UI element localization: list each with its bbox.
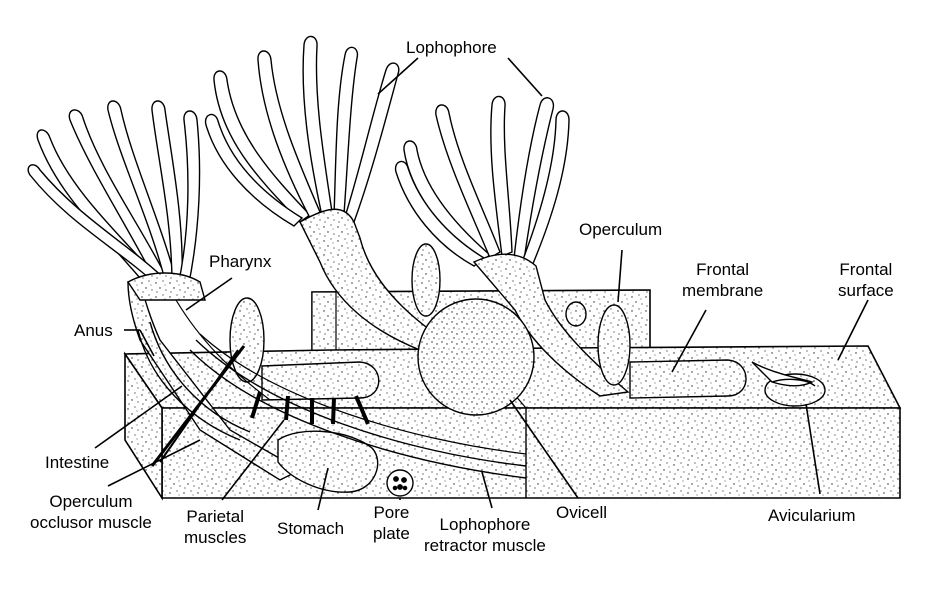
label-frontal-membrane-line1: Frontal <box>696 260 750 279</box>
label-frontal-surface-line2: surface <box>838 281 894 300</box>
label-frontal-surface-line1: Frontal <box>839 260 893 279</box>
label-avicularium: Avicularium <box>768 506 856 525</box>
label-occlusor-line1: Operculum <box>49 492 133 511</box>
label-parietal-muscles: Parietal muscles <box>184 506 246 548</box>
muscles-and-gut <box>137 299 527 479</box>
label-frontal-surface: Frontal surface <box>838 259 894 301</box>
label-stomach: Stomach <box>277 519 345 538</box>
label-frontal-membrane-line2: membrane <box>682 281 764 300</box>
label-anus: Anus <box>74 321 113 340</box>
label-operculum: Operculum <box>579 220 663 239</box>
label-parietal-line2: muscles <box>184 528 247 547</box>
label-frontal-membrane: Frontal membrane <box>682 259 763 301</box>
label-operculum-occlusor-muscle: Operculum occlusor muscle <box>30 491 152 533</box>
label-retractor-line1: Lophophore <box>439 515 531 534</box>
label-pharynx: Pharynx <box>209 252 272 271</box>
label-lophophore: Lophophore <box>406 38 497 57</box>
right-lophophore <box>394 95 630 397</box>
label-occlusor-line2: occlusor muscle <box>30 513 152 532</box>
label-intestine: Intestine <box>45 453 110 472</box>
leader-lines <box>94 57 869 511</box>
label-ovicell: Ovicell <box>556 503 608 522</box>
label-retractor-line2: retractor muscle <box>424 536 546 555</box>
label-pore-plate: Pore plate <box>373 502 410 544</box>
interior-organs <box>229 243 826 497</box>
middle-lophophore <box>204 35 431 351</box>
label-parietal-line1: Parietal <box>186 507 244 526</box>
label-pore-plate-line2: plate <box>373 524 410 543</box>
label-lophophore-retractor-muscle: Lophophore retractor muscle <box>424 514 546 556</box>
label-pore-plate-line1: Pore <box>373 503 410 522</box>
